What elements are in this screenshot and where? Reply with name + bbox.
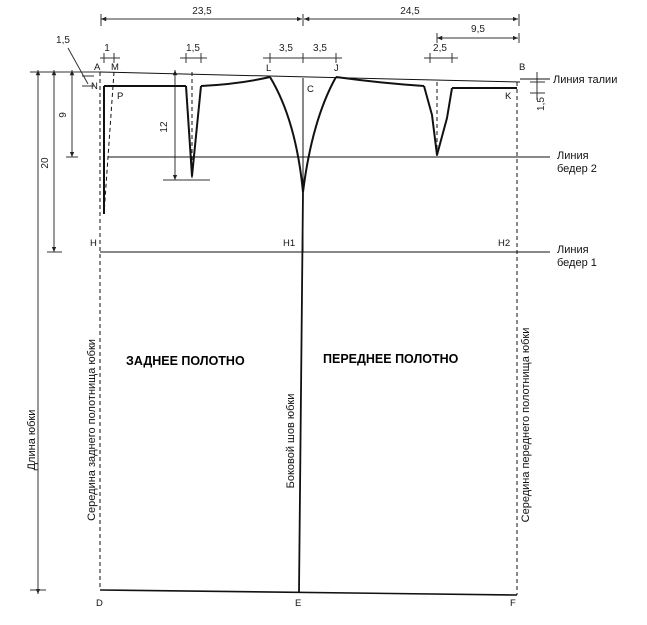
dim-back-center-shift: 1 xyxy=(104,43,110,54)
dim-front-waist-drop: 1,5 xyxy=(536,97,547,111)
construction-lines xyxy=(99,71,550,596)
point-H2: H2 xyxy=(498,238,510,249)
dim-back-width: 23,5 xyxy=(192,6,212,17)
dim-hip1-depth: 20 xyxy=(40,157,51,169)
front-waist-to-dart xyxy=(335,76,425,87)
point-A: A xyxy=(94,62,101,73)
back-hip-curve xyxy=(269,76,304,193)
back-waist-to-side xyxy=(200,76,271,87)
hip2-line-label-2: бедер 2 xyxy=(557,163,597,175)
side-seam-line xyxy=(298,191,304,593)
point-F: F xyxy=(510,598,516,609)
point-P: P xyxy=(117,91,123,102)
dim-waist-lift-leader xyxy=(67,47,89,85)
front-hip-curve xyxy=(302,76,337,193)
skirt-length-label: Длина юбки xyxy=(26,410,38,471)
waist-construction-line xyxy=(99,71,521,83)
dim-waist-lift-back: 1,5 xyxy=(56,35,70,46)
dim-hip2-depth: 9 xyxy=(58,112,69,118)
dim-back-dart-width: 1,5 xyxy=(186,43,200,54)
pattern-outline xyxy=(103,76,517,214)
front-panel-label: ПЕРЕДНЕЕ ПОЛОТНО xyxy=(323,352,459,366)
hip1-line-label-2: бедер 1 xyxy=(557,257,597,269)
point-L: L xyxy=(266,63,271,74)
dimension-lines xyxy=(30,14,545,594)
point-M: M xyxy=(111,62,119,73)
back-waist-dash xyxy=(103,71,115,215)
back-center-label: Середина заднего полотнища юбки xyxy=(86,339,98,521)
side-seam-label: Боковой шов юбки xyxy=(285,394,297,489)
hem-line xyxy=(99,589,518,596)
point-N: N xyxy=(91,81,98,92)
dim-front-dart-width: 2,5 xyxy=(433,43,447,54)
waist-line-label: Линия талии xyxy=(553,74,617,86)
point-E: E xyxy=(295,598,301,609)
hip2-line-label-1: Линия xyxy=(557,150,589,162)
dim-back-dart-length: 12 xyxy=(159,121,170,133)
point-B: B xyxy=(519,62,525,73)
back-panel-label: ЗАДНЕЕ ПОЛОТНО xyxy=(126,354,245,368)
dim-side-shift-back: 3,5 xyxy=(279,43,293,54)
point-H1: H1 xyxy=(283,238,295,249)
dim-front-dart-offset: 9,5 xyxy=(471,24,485,35)
point-H: H xyxy=(90,238,97,249)
point-D: D xyxy=(96,598,103,609)
dim-front-width: 24,5 xyxy=(400,6,420,17)
point-K: K xyxy=(505,91,512,102)
dim-side-shift-front: 3,5 xyxy=(313,43,327,54)
front-dart xyxy=(423,85,453,156)
point-C: C xyxy=(307,84,314,95)
back-dart xyxy=(185,85,202,177)
point-J: J xyxy=(334,63,339,74)
front-center-label: Середина переднего полотнища юбки xyxy=(520,328,532,523)
hip1-line-label-1: Линия xyxy=(557,244,589,256)
